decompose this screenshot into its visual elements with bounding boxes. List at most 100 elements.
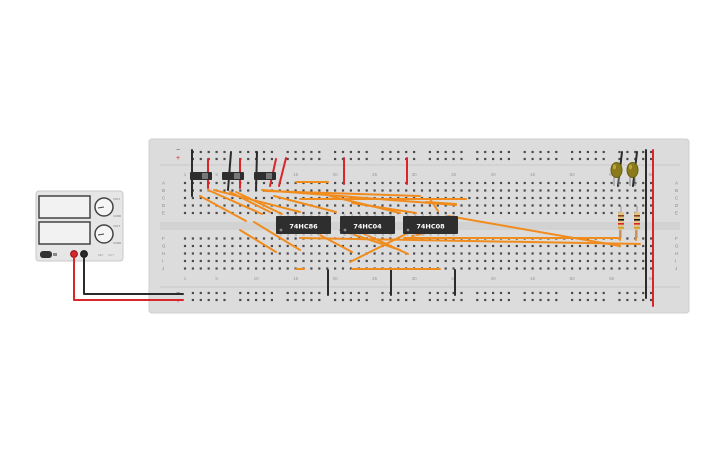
breadboard-hole[interactable] [302,291,305,295]
breadboard-hole[interactable] [547,252,550,255]
breadboard-hole[interactable] [563,204,566,207]
breadboard-hole[interactable] [468,189,471,192]
breadboard-hole[interactable] [452,267,455,270]
breadboard-hole[interactable] [484,259,487,263]
breadboard-hole[interactable] [341,211,345,215]
breadboard-hole[interactable] [444,244,447,248]
breadboard-hole[interactable] [436,157,439,161]
breadboard-hole[interactable] [539,181,542,185]
breadboard-hole[interactable] [278,204,281,207]
breadboard-hole[interactable] [626,291,629,295]
breadboard-hole[interactable] [310,267,313,270]
breadboard-hole[interactable] [239,259,242,263]
breadboard-hole[interactable] [484,181,487,185]
breadboard-hole[interactable] [397,150,400,154]
breadboard-hole[interactable] [571,196,574,200]
breadboard-hole[interactable] [460,298,463,302]
breadboard-hole[interactable] [571,204,574,207]
breadboard-hole[interactable] [618,252,621,255]
breadboard-hole[interactable] [610,181,613,185]
breadboard-hole[interactable] [642,252,645,255]
breadboard-hole[interactable] [334,150,337,154]
breadboard-hole[interactable] [452,259,455,263]
slide-switch[interactable] [190,172,212,180]
breadboard-hole[interactable] [310,157,313,161]
breadboard-hole[interactable] [397,244,400,248]
breadboard-hole[interactable] [618,259,621,263]
breadboard-hole[interactable] [563,211,566,215]
breadboard-hole[interactable] [191,244,194,248]
breadboard-hole[interactable] [618,291,621,295]
breadboard-hole[interactable] [231,189,234,192]
breadboard-hole[interactable] [239,237,242,240]
breadboard-hole[interactable] [389,150,392,154]
breadboard-hole[interactable] [499,150,503,154]
breadboard-hole[interactable] [326,204,329,207]
breadboard-hole[interactable] [476,298,479,302]
breadboard-hole[interactable] [207,204,210,207]
breadboard-hole[interactable] [452,211,455,215]
breadboard-hole[interactable] [634,291,637,295]
breadboard-hole[interactable] [413,259,416,263]
breadboard-hole[interactable] [318,267,321,270]
breadboard-hole[interactable] [634,189,637,192]
breadboard-hole[interactable] [642,211,645,215]
orange-wire[interactable] [425,201,457,205]
breadboard-hole[interactable] [460,291,463,295]
breadboard-hole[interactable] [191,267,194,270]
breadboard-hole[interactable] [626,298,629,302]
breadboard-hole[interactable] [270,298,273,302]
breadboard-hole[interactable] [357,181,360,185]
breadboard-hole[interactable] [586,252,589,255]
breadboard-hole[interactable] [373,252,376,255]
breadboard-hole[interactable] [642,267,645,270]
breadboard-hole[interactable] [539,211,542,215]
breadboard-hole[interactable] [586,181,589,185]
breadboard-hole[interactable] [262,157,266,161]
breadboard-hole[interactable] [571,259,574,263]
breadboard-hole[interactable] [610,196,613,200]
breadboard-hole[interactable] [571,181,574,185]
breadboard-hole[interactable] [452,252,455,255]
breadboard-hole[interactable] [618,267,621,270]
breadboard-hole[interactable] [405,259,408,263]
breadboard-hole[interactable] [286,211,289,215]
breadboard-hole[interactable] [626,259,629,263]
breadboard-hole[interactable] [642,298,645,302]
breadboard-hole[interactable] [397,291,400,295]
breadboard-hole[interactable] [555,298,558,302]
breadboard-hole[interactable] [523,291,526,295]
breadboard-hole[interactable] [586,259,589,263]
breadboard-hole[interactable] [310,244,313,248]
breadboard-hole[interactable] [207,150,210,154]
breadboard-hole[interactable] [499,244,503,248]
breadboard-hole[interactable] [255,211,258,215]
breadboard-hole[interactable] [381,150,384,154]
breadboard-hole[interactable] [499,252,503,255]
breadboard-hole[interactable] [405,291,408,295]
breadboard-hole[interactable] [468,244,471,248]
breadboard-hole[interactable] [650,259,653,263]
breadboard-hole[interactable] [381,211,384,215]
breadboard-hole[interactable] [420,189,424,192]
breadboard-hole[interactable] [183,189,187,192]
breadboard-hole[interactable] [484,204,487,207]
breadboard-hole[interactable] [326,244,329,248]
breadboard-hole[interactable] [515,189,518,192]
breadboard-hole[interactable] [334,267,337,270]
breadboard-hole[interactable] [650,196,653,200]
breadboard-hole[interactable] [555,259,558,263]
breadboard-hole[interactable] [349,204,352,207]
breadboard-hole[interactable] [492,211,495,215]
breadboard-hole[interactable] [476,211,479,215]
breadboard-hole[interactable] [397,189,400,192]
orange-wire[interactable] [429,198,439,212]
breadboard-hole[interactable] [436,150,439,154]
breadboard-hole[interactable] [199,150,202,154]
breadboard-hole[interactable] [476,196,479,200]
breadboard-hole[interactable] [586,204,589,207]
breadboard-hole[interactable] [523,196,526,200]
breadboard-hole[interactable] [247,150,250,154]
breadboard-hole[interactable] [397,298,400,302]
breadboard-hole[interactable] [341,252,345,255]
